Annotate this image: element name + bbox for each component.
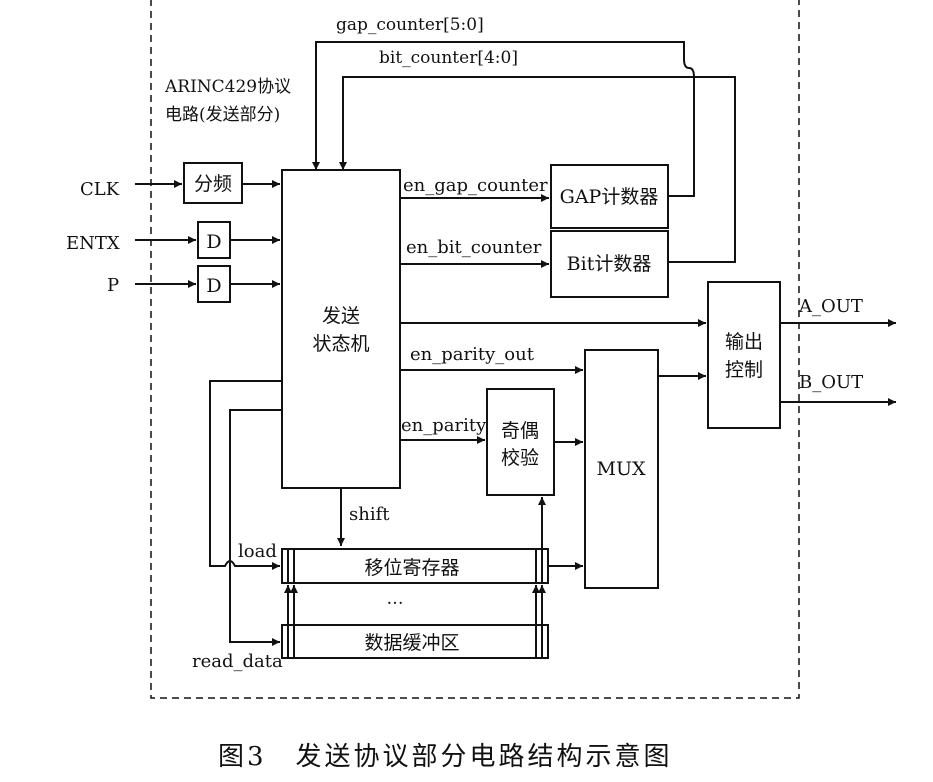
bit-counter-bus-label: bit_counter[4:0] — [379, 48, 518, 68]
en-parity-out-label: en_parity_out — [410, 344, 535, 365]
shift-label: shift — [349, 504, 390, 525]
d-flipflop-p-label: D — [206, 275, 221, 297]
data-buffer-block — [281, 624, 549, 659]
en-gap-counter-label: en_gap_counter — [403, 175, 548, 196]
state-machine-label-line1: 发送 — [322, 305, 360, 327]
mux-label: MUX — [597, 458, 646, 480]
load-wire — [209, 380, 282, 570]
bit-counter-block — [550, 230, 669, 298]
state-machine-label-line2: 状态机 — [312, 333, 369, 355]
bit-counter-feedback-wire — [339, 76, 736, 263]
en-bit-counter-label: en_bit_counter — [406, 237, 542, 258]
output-control-label-line2: 控制 — [725, 359, 763, 381]
d-flipflop-entx-label: D — [206, 231, 221, 253]
module-label-line2: 电路(发送部分) — [165, 105, 280, 125]
gap-counter-block — [550, 164, 669, 229]
b-out-label: B_OUT — [799, 372, 863, 393]
read-data-wire — [229, 409, 282, 646]
mux-block — [584, 349, 659, 589]
load-label: load — [238, 541, 277, 562]
ellipsis-label: … — [387, 589, 404, 609]
parity-check-label-line1: 奇偶 — [501, 420, 539, 442]
gap-counter-label: GAP计数器 — [560, 186, 659, 208]
clk-input-label: CLK — [80, 179, 120, 200]
entx-input-label: ENTX — [66, 233, 120, 254]
gap-counter-feedback-wire — [312, 41, 695, 197]
a-out-label: A_OUT — [798, 296, 863, 317]
parity-check-block — [486, 388, 555, 496]
shift-register-label: 移位寄存器 — [364, 557, 459, 579]
data-buffer-label: 数据缓冲区 — [364, 632, 459, 654]
p-input-label: P — [107, 275, 119, 296]
state-machine-block — [281, 169, 401, 489]
output-control-label-line1: 输出 — [725, 331, 763, 353]
parity-check-label-line2: 校验 — [501, 447, 539, 469]
module-label-line1: ARINC429协议 — [164, 77, 291, 97]
figure-caption: 图3 发送协议部分电路结构示意图 — [218, 742, 673, 772]
gap-counter-bus-label: gap_counter[5:0] — [336, 15, 484, 35]
bit-counter-label: Bit计数器 — [567, 253, 652, 275]
read-data-label: read_data — [192, 651, 283, 672]
output-control-block — [707, 281, 781, 429]
en-parity-label: en_parity — [401, 415, 487, 436]
d-flipflop-p — [197, 265, 231, 303]
module-boundary — [150, 0, 800, 699]
divider-label: 分频 — [194, 173, 232, 195]
